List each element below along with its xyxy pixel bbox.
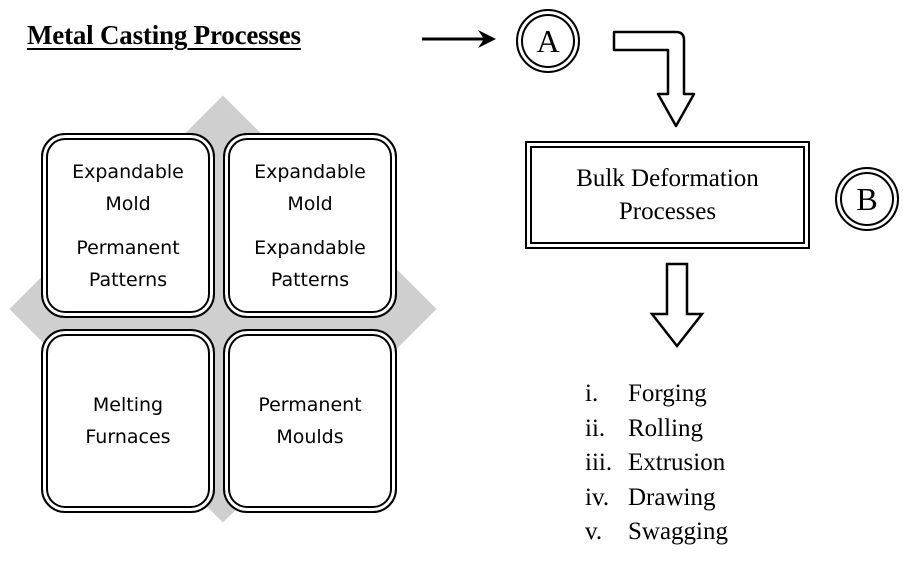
diagram-title: Metal Casting Processes [27,20,301,50]
list-item-label: Extrusion [628,449,726,476]
list-item: v. Swagging [585,515,728,550]
quadrant-text: Expandable [72,160,184,183]
quadrant-expandable-mold-expandable-patterns: Expandable Mold Expandable Patterns [223,133,397,318]
list-item-number: iii. [585,449,613,476]
down-arrow-icon [649,262,705,349]
label-circle-a: A [516,9,580,73]
list-item-label: Swagging [628,518,728,545]
list-item-number: ii. [585,414,606,442]
list-item: i. Forging [585,377,728,412]
bent-down-arrow-icon [612,30,696,128]
list-item: ii. Rolling [585,412,728,447]
quadrant-text: Permanent [258,394,362,416]
list-item: iv. Drawing [585,481,728,516]
list-item: iii. Extrusion [585,446,728,481]
quadrant-text: Moulds [276,426,344,448]
bulk-box-line-1: Bulk Deformation [576,165,759,192]
quadrant-text: Permanent [76,236,180,259]
list-item-number: iv. [585,483,610,511]
quadrant-text: Expandable [254,236,366,259]
quadrant-text: Expandable [254,160,366,183]
quadrant-permanent-moulds: Permanent Moulds [223,329,397,513]
list-item-label: Forging [628,380,707,407]
list-item-label: Rolling [628,414,704,442]
quadrant-text: Patterns [270,268,350,291]
quadrant-text: Furnaces [85,426,171,448]
bulk-box-line-2: Processes [618,198,717,225]
bulk-deformation-box: Bulk Deformation Processes [525,141,810,249]
process-list: i. Forging ii. Rolling iii. Extrusion iv. Dr… [585,377,728,550]
right-arrow-icon [422,30,496,48]
quadrant-text: Melting [92,394,164,416]
list-item-number: i. [585,380,599,407]
label-circle-b: B [835,167,899,231]
quadrant-text: Patterns [88,268,168,291]
list-item-number: v. [585,518,603,545]
quadrant-text: Mold [105,192,151,215]
quadrant-melting-furnaces: Melting Furnaces [41,329,215,513]
quadrant-text: Mold [287,192,333,215]
quadrant-expandable-mold-permanent-patterns: Expandable Mold Permanent Patterns [41,133,215,318]
list-item-label: Drawing [628,483,716,511]
